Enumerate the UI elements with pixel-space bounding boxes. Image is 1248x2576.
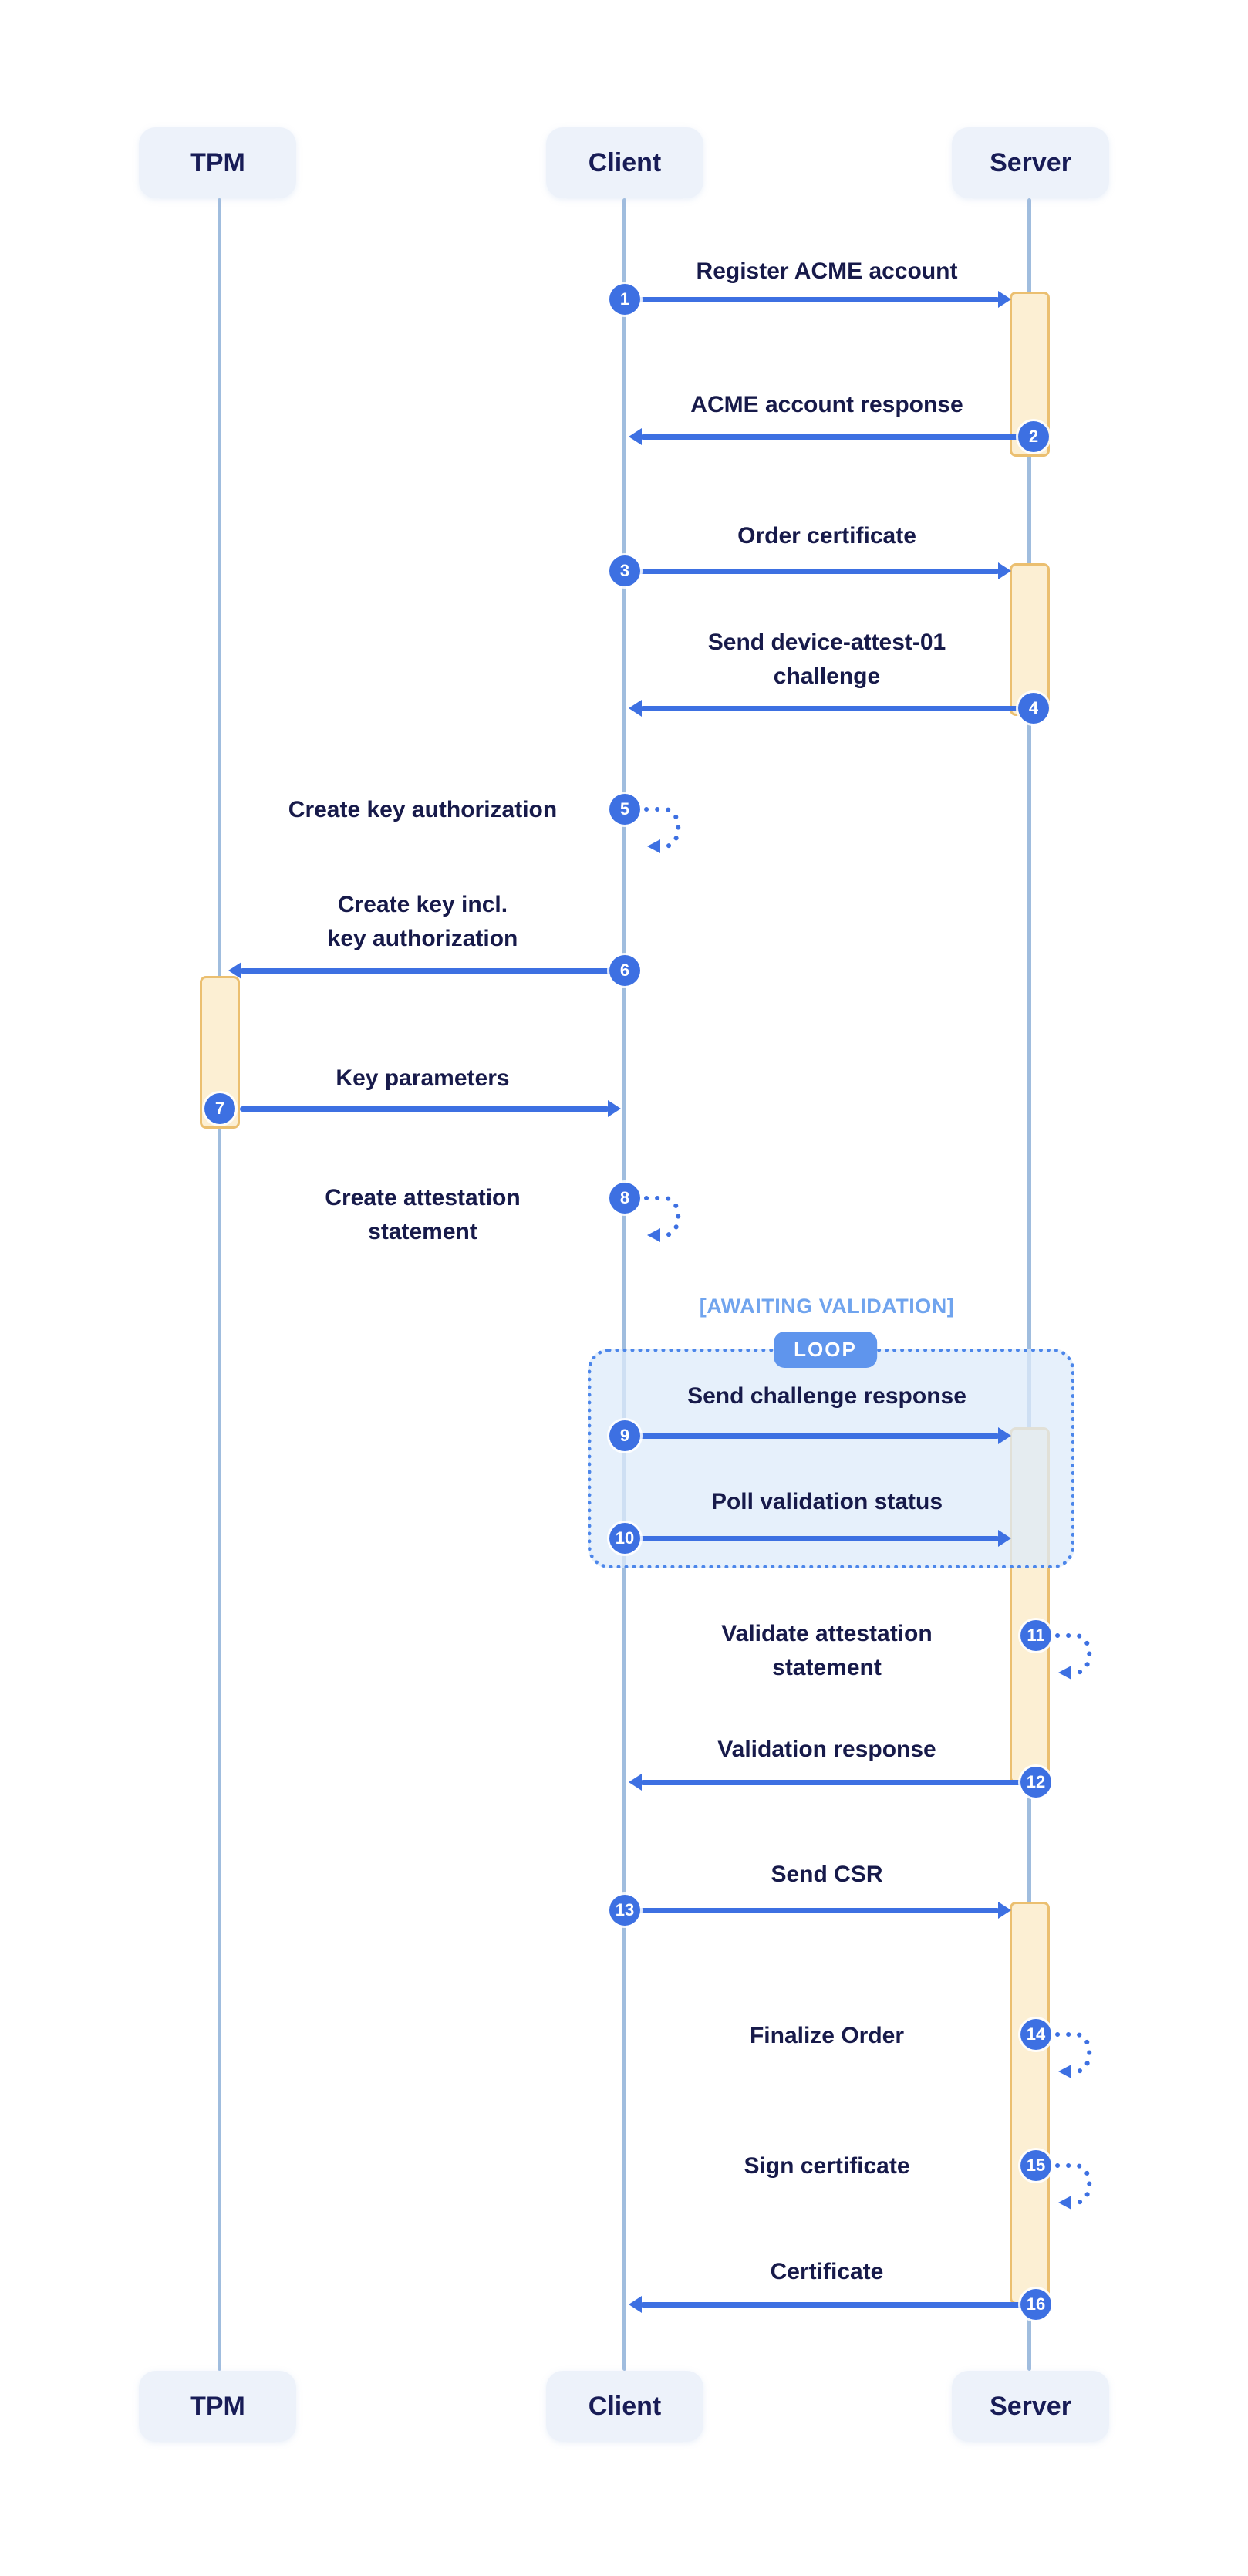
message-1-arrow bbox=[625, 291, 1011, 308]
actor-label-server-top: Server bbox=[990, 147, 1071, 177]
message-4-number-badge: 4 bbox=[1018, 693, 1049, 724]
message-16-label: Certificate bbox=[770, 2259, 884, 2284]
message-1-label: Register ACME account bbox=[696, 258, 958, 284]
actor-box-client-bottom: Client bbox=[546, 2371, 703, 2442]
message-14-number-badge: 14 bbox=[1020, 2019, 1051, 2050]
message-7-label: Key parameters bbox=[336, 1065, 510, 1091]
message-15-label: Sign certificate bbox=[744, 2153, 910, 2179]
message-11-self-loop-arrow bbox=[1055, 1633, 1092, 1680]
loop-fragment-box bbox=[588, 1349, 1074, 1568]
message-5-label: Create key authorization bbox=[288, 797, 558, 822]
message-13-label: Send CSR bbox=[771, 1862, 883, 1887]
arrowhead-left-icon bbox=[228, 962, 241, 979]
message-13-arrow bbox=[625, 1902, 1011, 1919]
message-4-arrow bbox=[629, 700, 1030, 717]
arrowhead-right-icon bbox=[608, 1100, 621, 1117]
message-6-number-badge: 6 bbox=[609, 955, 640, 986]
arrowhead-left-icon bbox=[629, 2296, 642, 2313]
arrowhead-right-icon bbox=[998, 1902, 1011, 1919]
lifeline-client bbox=[622, 198, 626, 2371]
message-3-arrow bbox=[625, 562, 1011, 579]
arrowhead-left-icon bbox=[629, 428, 642, 445]
message-12-number-badge: 12 bbox=[1020, 1767, 1051, 1798]
message-10-label: Poll validation status bbox=[710, 1489, 943, 1514]
arrowhead-right-icon bbox=[998, 1530, 1011, 1547]
message-9-arrow bbox=[625, 1427, 1011, 1444]
message-3-label: Order certificate bbox=[737, 523, 916, 549]
message-8-label: Create attestation statement bbox=[325, 1185, 521, 1244]
actor-box-tpm-top: TPM bbox=[139, 127, 296, 198]
arrowhead-left-icon bbox=[629, 700, 642, 717]
message-9-number-badge: 9 bbox=[609, 1420, 640, 1451]
message-1-number-badge: 1 bbox=[609, 284, 640, 315]
message-12-arrow bbox=[629, 1774, 1030, 1791]
message-12-label: Validation response bbox=[717, 1737, 936, 1762]
message-4-label: Send device-attest-01 challenge bbox=[707, 630, 946, 689]
lifeline-server bbox=[1027, 198, 1031, 2371]
message-16-number-badge: 16 bbox=[1020, 2289, 1051, 2320]
arrowhead-left-icon bbox=[629, 1774, 642, 1791]
actor-label-server-bottom: Server bbox=[990, 2391, 1071, 2421]
actor-box-tpm-bottom: TPM bbox=[139, 2371, 296, 2442]
message-8-number-badge: 8 bbox=[609, 1183, 640, 1214]
message-9-label: Send challenge response bbox=[687, 1383, 966, 1409]
actor-label-tpm-top: TPM bbox=[190, 147, 245, 177]
actor-box-server-bottom: Server bbox=[952, 2371, 1109, 2442]
actor-label-client-bottom: Client bbox=[588, 2391, 662, 2421]
message-7-arrow bbox=[240, 1100, 621, 1117]
message-13-number-badge: 13 bbox=[609, 1895, 640, 1926]
actor-box-client-top: Client bbox=[546, 127, 703, 198]
message-5-number-badge: 5 bbox=[609, 794, 640, 825]
lifeline-tpm bbox=[218, 198, 221, 2371]
message-3-number-badge: 3 bbox=[609, 555, 640, 586]
message-15-number-badge: 15 bbox=[1020, 2150, 1051, 2181]
message-15-self-loop-arrow bbox=[1055, 2163, 1092, 2210]
message-11-label: Validate attestation statement bbox=[721, 1621, 933, 1680]
message-5-self-loop-arrow bbox=[644, 807, 681, 853]
arrowhead-right-icon bbox=[998, 1427, 1011, 1444]
message-10-arrow bbox=[625, 1530, 1011, 1547]
message-6-label: Create key incl. key authorization bbox=[327, 892, 518, 951]
message-2-arrow bbox=[629, 428, 1030, 445]
message-8-self-loop-arrow bbox=[644, 1196, 681, 1242]
arrowhead-right-icon bbox=[998, 291, 1011, 308]
message-14-label: Finalize Order bbox=[749, 2023, 905, 2048]
actor-box-server-top: Server bbox=[952, 127, 1109, 198]
message-10-number-badge: 10 bbox=[609, 1523, 640, 1554]
loop-operator-badge: LOOP bbox=[774, 1332, 877, 1368]
actor-label-client-top: Client bbox=[588, 147, 662, 177]
activation-bar-server-2 bbox=[1010, 563, 1050, 716]
activation-bar-server-4 bbox=[1010, 1902, 1050, 2304]
message-2-number-badge: 2 bbox=[1018, 421, 1049, 452]
message-7-number-badge: 7 bbox=[204, 1093, 235, 1124]
loop-condition-label: [AWAITING VALIDATION] bbox=[699, 1295, 955, 1318]
message-16-arrow bbox=[629, 2296, 1030, 2313]
message-14-self-loop-arrow bbox=[1055, 2032, 1092, 2078]
message-11-number-badge: 11 bbox=[1020, 1620, 1051, 1651]
message-6-arrow bbox=[228, 962, 625, 979]
message-2-label: ACME account response bbox=[690, 392, 963, 417]
actor-label-tpm-bottom: TPM bbox=[190, 2391, 245, 2421]
arrowhead-right-icon bbox=[998, 562, 1011, 579]
